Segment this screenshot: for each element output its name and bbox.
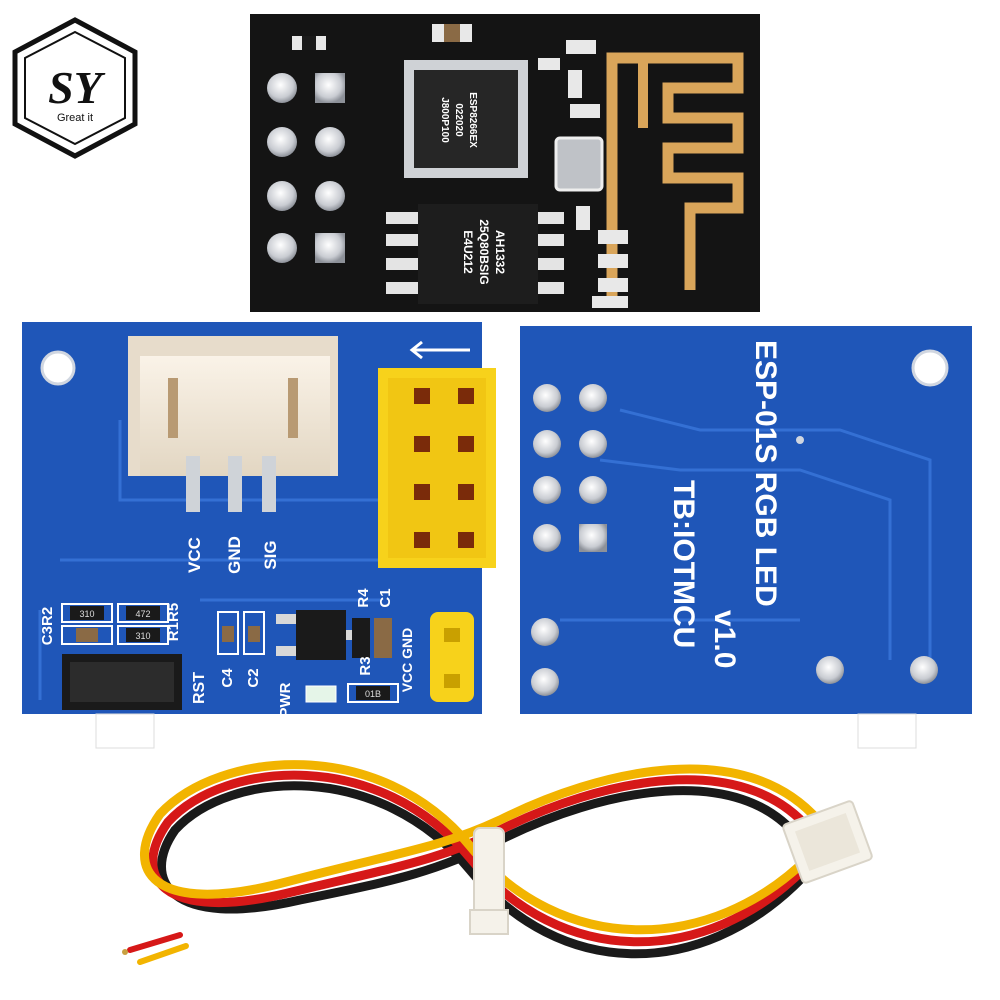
label-r4: R4	[355, 588, 372, 608]
svg-text:01B: 01B	[365, 689, 381, 699]
svg-text:AH1332: AH1332	[493, 230, 507, 274]
label-vcc-gnd: VCC GND	[399, 628, 415, 693]
label-vcc: VCC	[185, 537, 204, 573]
label-rst: RST	[191, 672, 208, 704]
label-r1r5: R1R5	[165, 603, 182, 641]
svg-text:022020: 022020	[453, 103, 464, 137]
label-r3: R3	[357, 656, 374, 675]
mounting-hole	[40, 350, 76, 386]
back-solder-pads	[531, 384, 938, 696]
label-c3r2: C3R2	[39, 607, 56, 645]
adapter-board-front: VCC GND SIG 310 472 310 R1R5 C3R	[22, 322, 496, 749]
svg-text:E4U212: E4U212	[461, 230, 475, 274]
label-sig: SIG	[261, 540, 280, 569]
button-cap	[857, 713, 917, 749]
label-gnd: GND	[225, 536, 244, 574]
label-c1: C1	[377, 588, 394, 607]
voltage-regulator	[276, 610, 362, 660]
module-header-pins	[267, 73, 345, 263]
jst-connector	[128, 336, 338, 512]
reset-button	[62, 654, 182, 749]
jumper-cap	[430, 612, 474, 702]
svg-text:25Q80BSIG: 25Q80BSIG	[477, 219, 491, 284]
board-version: v1.0	[708, 610, 741, 668]
svg-text:ESP8266EX: ESP8266EX	[467, 92, 478, 148]
svg-text:472: 472	[135, 609, 150, 619]
crystal	[554, 136, 604, 192]
esp01-module: ESP8266EX 022020 J800P100 AH1332 25Q80BS…	[250, 14, 760, 312]
label-c4: C4	[219, 668, 236, 688]
svg-text:310: 310	[79, 609, 94, 619]
board-maker: TB:IOTMCU	[667, 480, 700, 648]
label-pwr: PWR	[277, 682, 294, 717]
svg-text:J800P100: J800P100	[439, 97, 450, 143]
mounting-hole	[911, 349, 949, 387]
brand-logo: SY Great it	[12, 17, 138, 159]
label-c2: C2	[245, 668, 262, 687]
adapter-board-back: ESP-01S RGB LED v1.0 TB:IOTMCU	[520, 326, 972, 749]
flash-chip: AH1332 25Q80BSIG E4U212	[386, 204, 564, 304]
logo-tagline: Great it	[57, 112, 93, 124]
board-title: ESP-01S RGB LED	[749, 340, 782, 607]
direction-arrow	[409, 340, 470, 360]
antenna-trace	[606, 52, 744, 300]
esp8266-chip: ESP8266EX 022020 J800P100	[404, 60, 528, 178]
logo-mark: SY	[48, 62, 106, 113]
female-header	[378, 368, 496, 568]
svg-text:310: 310	[135, 631, 150, 641]
jst-cable	[122, 760, 873, 965]
